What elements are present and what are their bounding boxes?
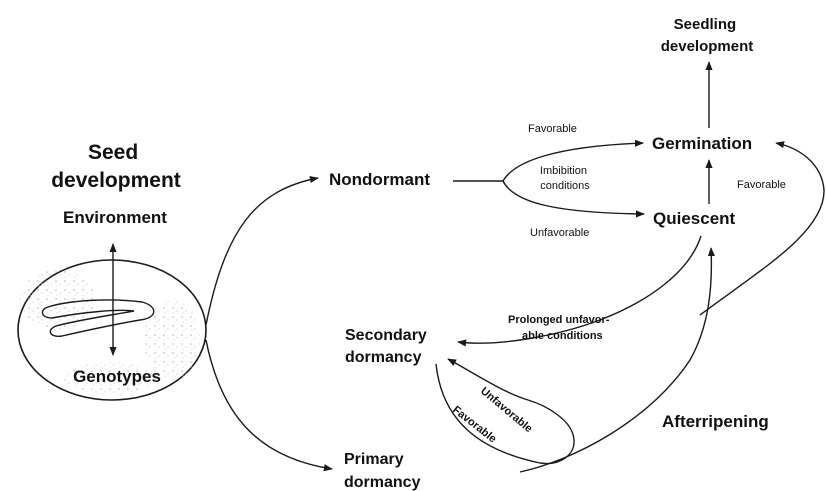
arrow-to-quiescent: [502, 180, 645, 218]
seed-illustration: [17, 243, 207, 401]
seedling-development-label: Seedling development: [661, 16, 754, 55]
primary-dormancy-label: Primary dormancy: [344, 451, 421, 491]
arrow-seed-to-primary: [205, 339, 333, 472]
imbibition-line1: Imbibition: [540, 165, 587, 177]
arrow-seed-to-nondormant: [205, 175, 319, 326]
arrow-favorable-loop-to-germination: [699, 141, 825, 316]
secondary-line2: dormancy: [345, 349, 422, 366]
genotypes-label: Genotypes: [73, 367, 161, 386]
embryo-outline: [41, 299, 155, 338]
environment-label: Environment: [63, 208, 167, 227]
secondary-dormancy-label: Secondary dormancy: [345, 327, 431, 366]
primary-line1: Primary: [344, 451, 404, 468]
arrow-afterripening-to-quiescent: [519, 247, 715, 473]
secondary-line1: Secondary: [345, 327, 427, 344]
favorable-top-label: Favorable: [528, 123, 577, 135]
seedling-line1: Seedling: [674, 16, 737, 33]
germination-label: Germination: [652, 134, 752, 153]
seed-speckle-bottom: [64, 362, 156, 394]
prolonged-unfavorable-label: Prolonged unfavor- able conditions: [508, 314, 613, 342]
afterripening-label: Afterripening: [662, 412, 769, 431]
arrow-to-germination: [502, 139, 644, 182]
seed-speckle-right: [144, 300, 200, 380]
favorable-loop-label: Favorable: [450, 404, 498, 445]
seedling-line2: development: [661, 38, 754, 55]
prolonged-line2: able conditions: [522, 330, 603, 342]
nondormant-label: Nondormant: [329, 170, 430, 189]
secondary-dormancy-loop: [435, 358, 575, 465]
primary-line2: dormancy: [344, 474, 421, 491]
imbibition-conditions-label: Imbibition conditions: [540, 165, 590, 192]
prolonged-line1: Prolonged unfavor-: [508, 314, 610, 326]
unfavorable-bottom-label: Unfavorable: [530, 227, 589, 239]
seed-development-label: Seed development: [51, 141, 181, 192]
favorable-right-label: Favorable: [737, 179, 786, 191]
seed-development-line2: development: [51, 169, 181, 192]
imbibition-line2: conditions: [540, 180, 590, 192]
quiescent-label: Quiescent: [653, 209, 736, 228]
seed-development-line1: Seed: [88, 141, 138, 164]
connectors: [205, 61, 825, 473]
arrow-quiescent-to-secondary: [457, 235, 702, 347]
seed-speckle-left: [20, 270, 96, 330]
